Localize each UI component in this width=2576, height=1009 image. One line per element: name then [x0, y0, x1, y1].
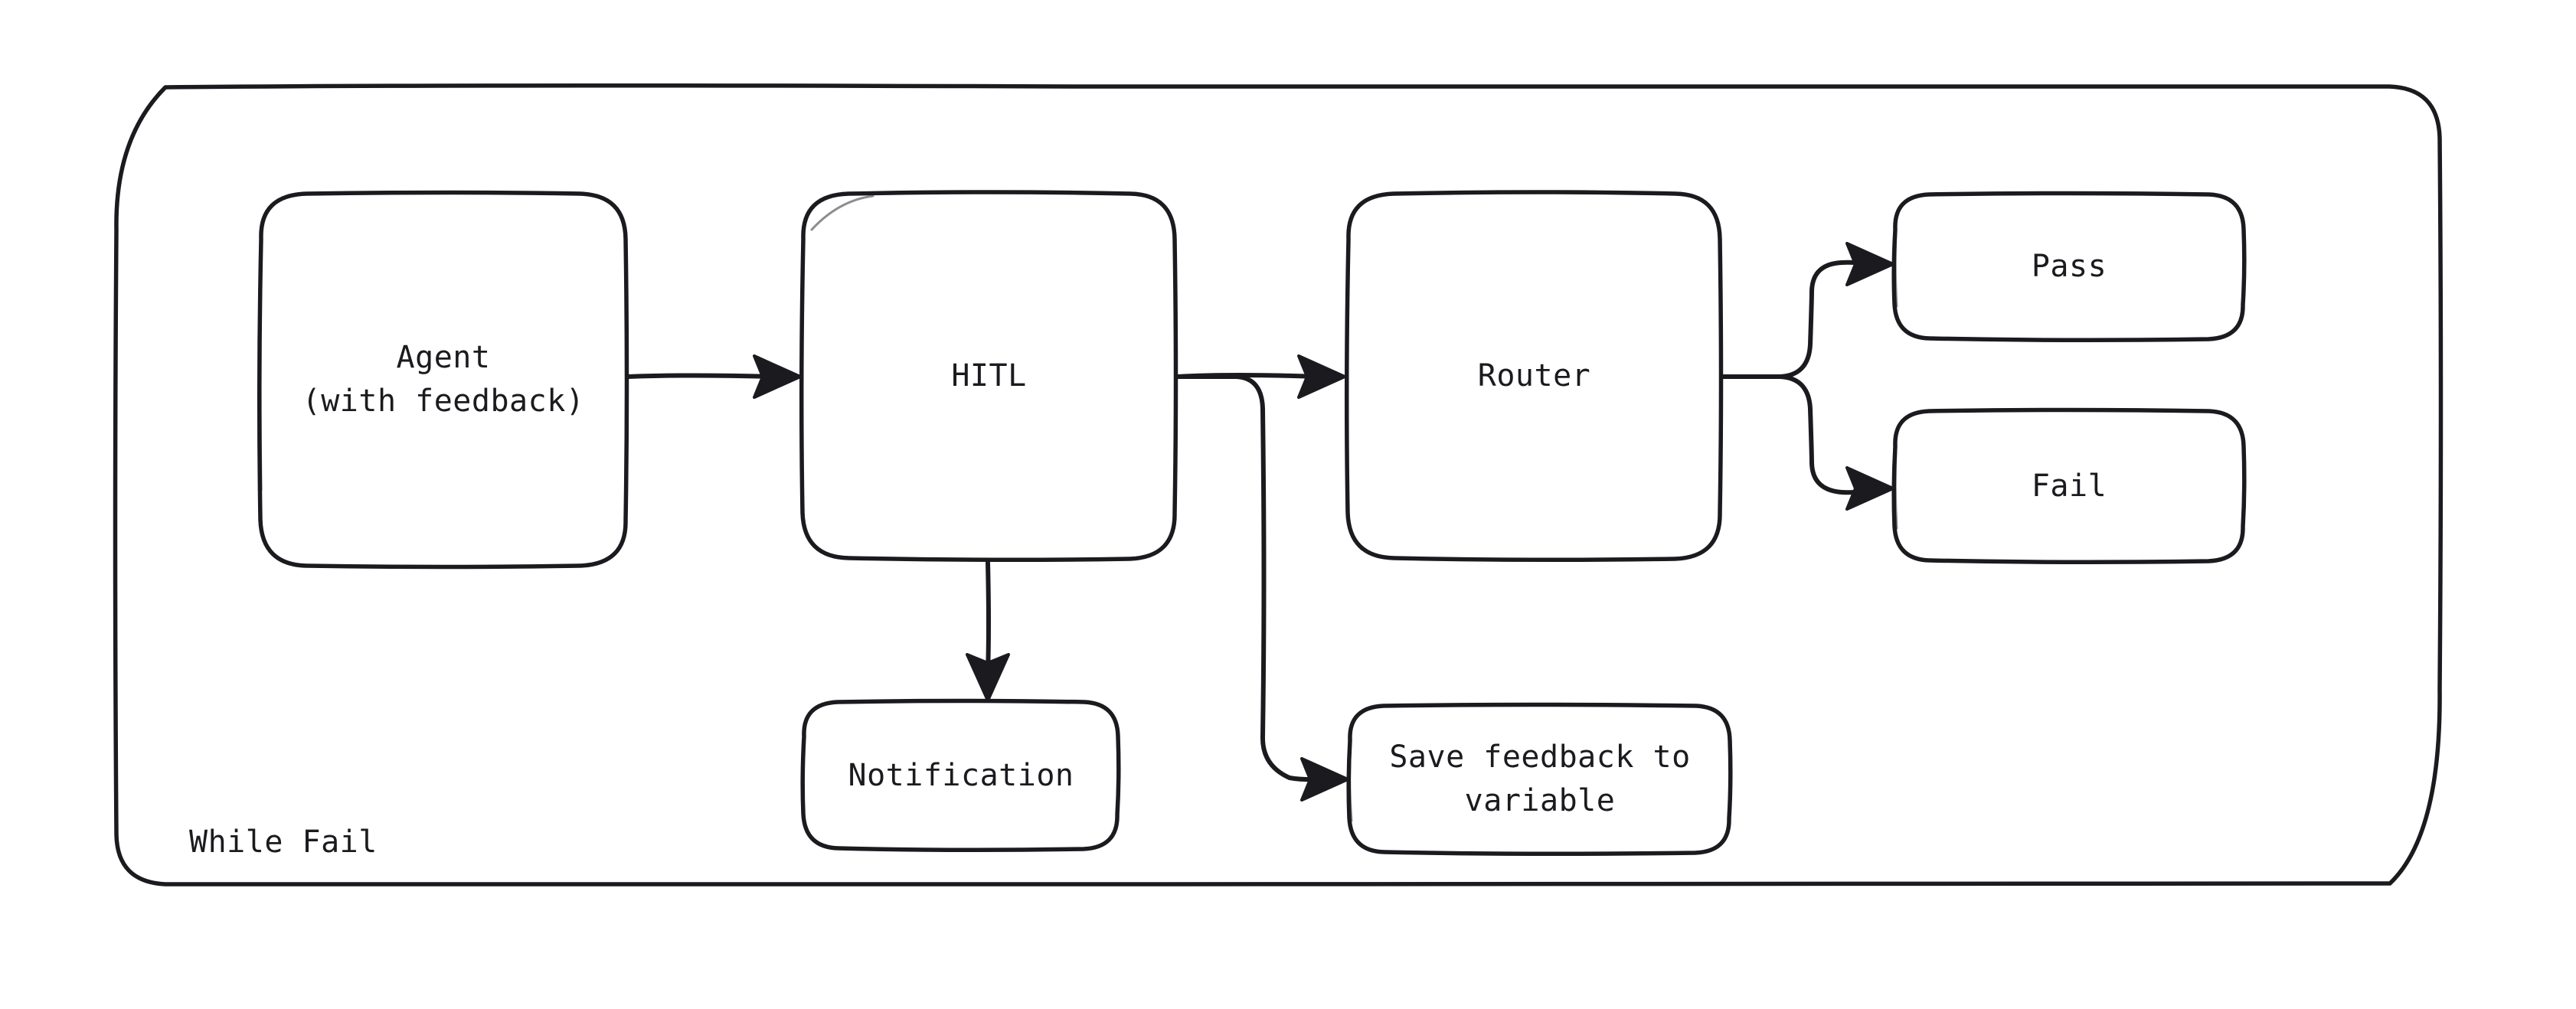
edge-hitl-to-save-feedback	[1177, 374, 1349, 802]
edge-router-to-fail	[1721, 374, 1894, 511]
node-agent[interactable]	[257, 190, 629, 570]
node-router[interactable]	[1344, 190, 1724, 563]
edge-hitl-to-notification	[966, 560, 1010, 702]
edge-router-to-pass	[1721, 242, 1894, 379]
node-save-feedback[interactable]	[1346, 702, 1733, 857]
while-fail-group[interactable]	[113, 83, 2444, 888]
node-notification[interactable]	[800, 698, 1121, 853]
node-pass[interactable]	[1891, 191, 2247, 343]
node-fail[interactable]	[1891, 407, 2247, 565]
edge-agent-to-hitl	[626, 354, 802, 399]
while-fail-group-label: While Fail	[189, 825, 378, 860]
node-hitl[interactable]	[799, 190, 1178, 563]
